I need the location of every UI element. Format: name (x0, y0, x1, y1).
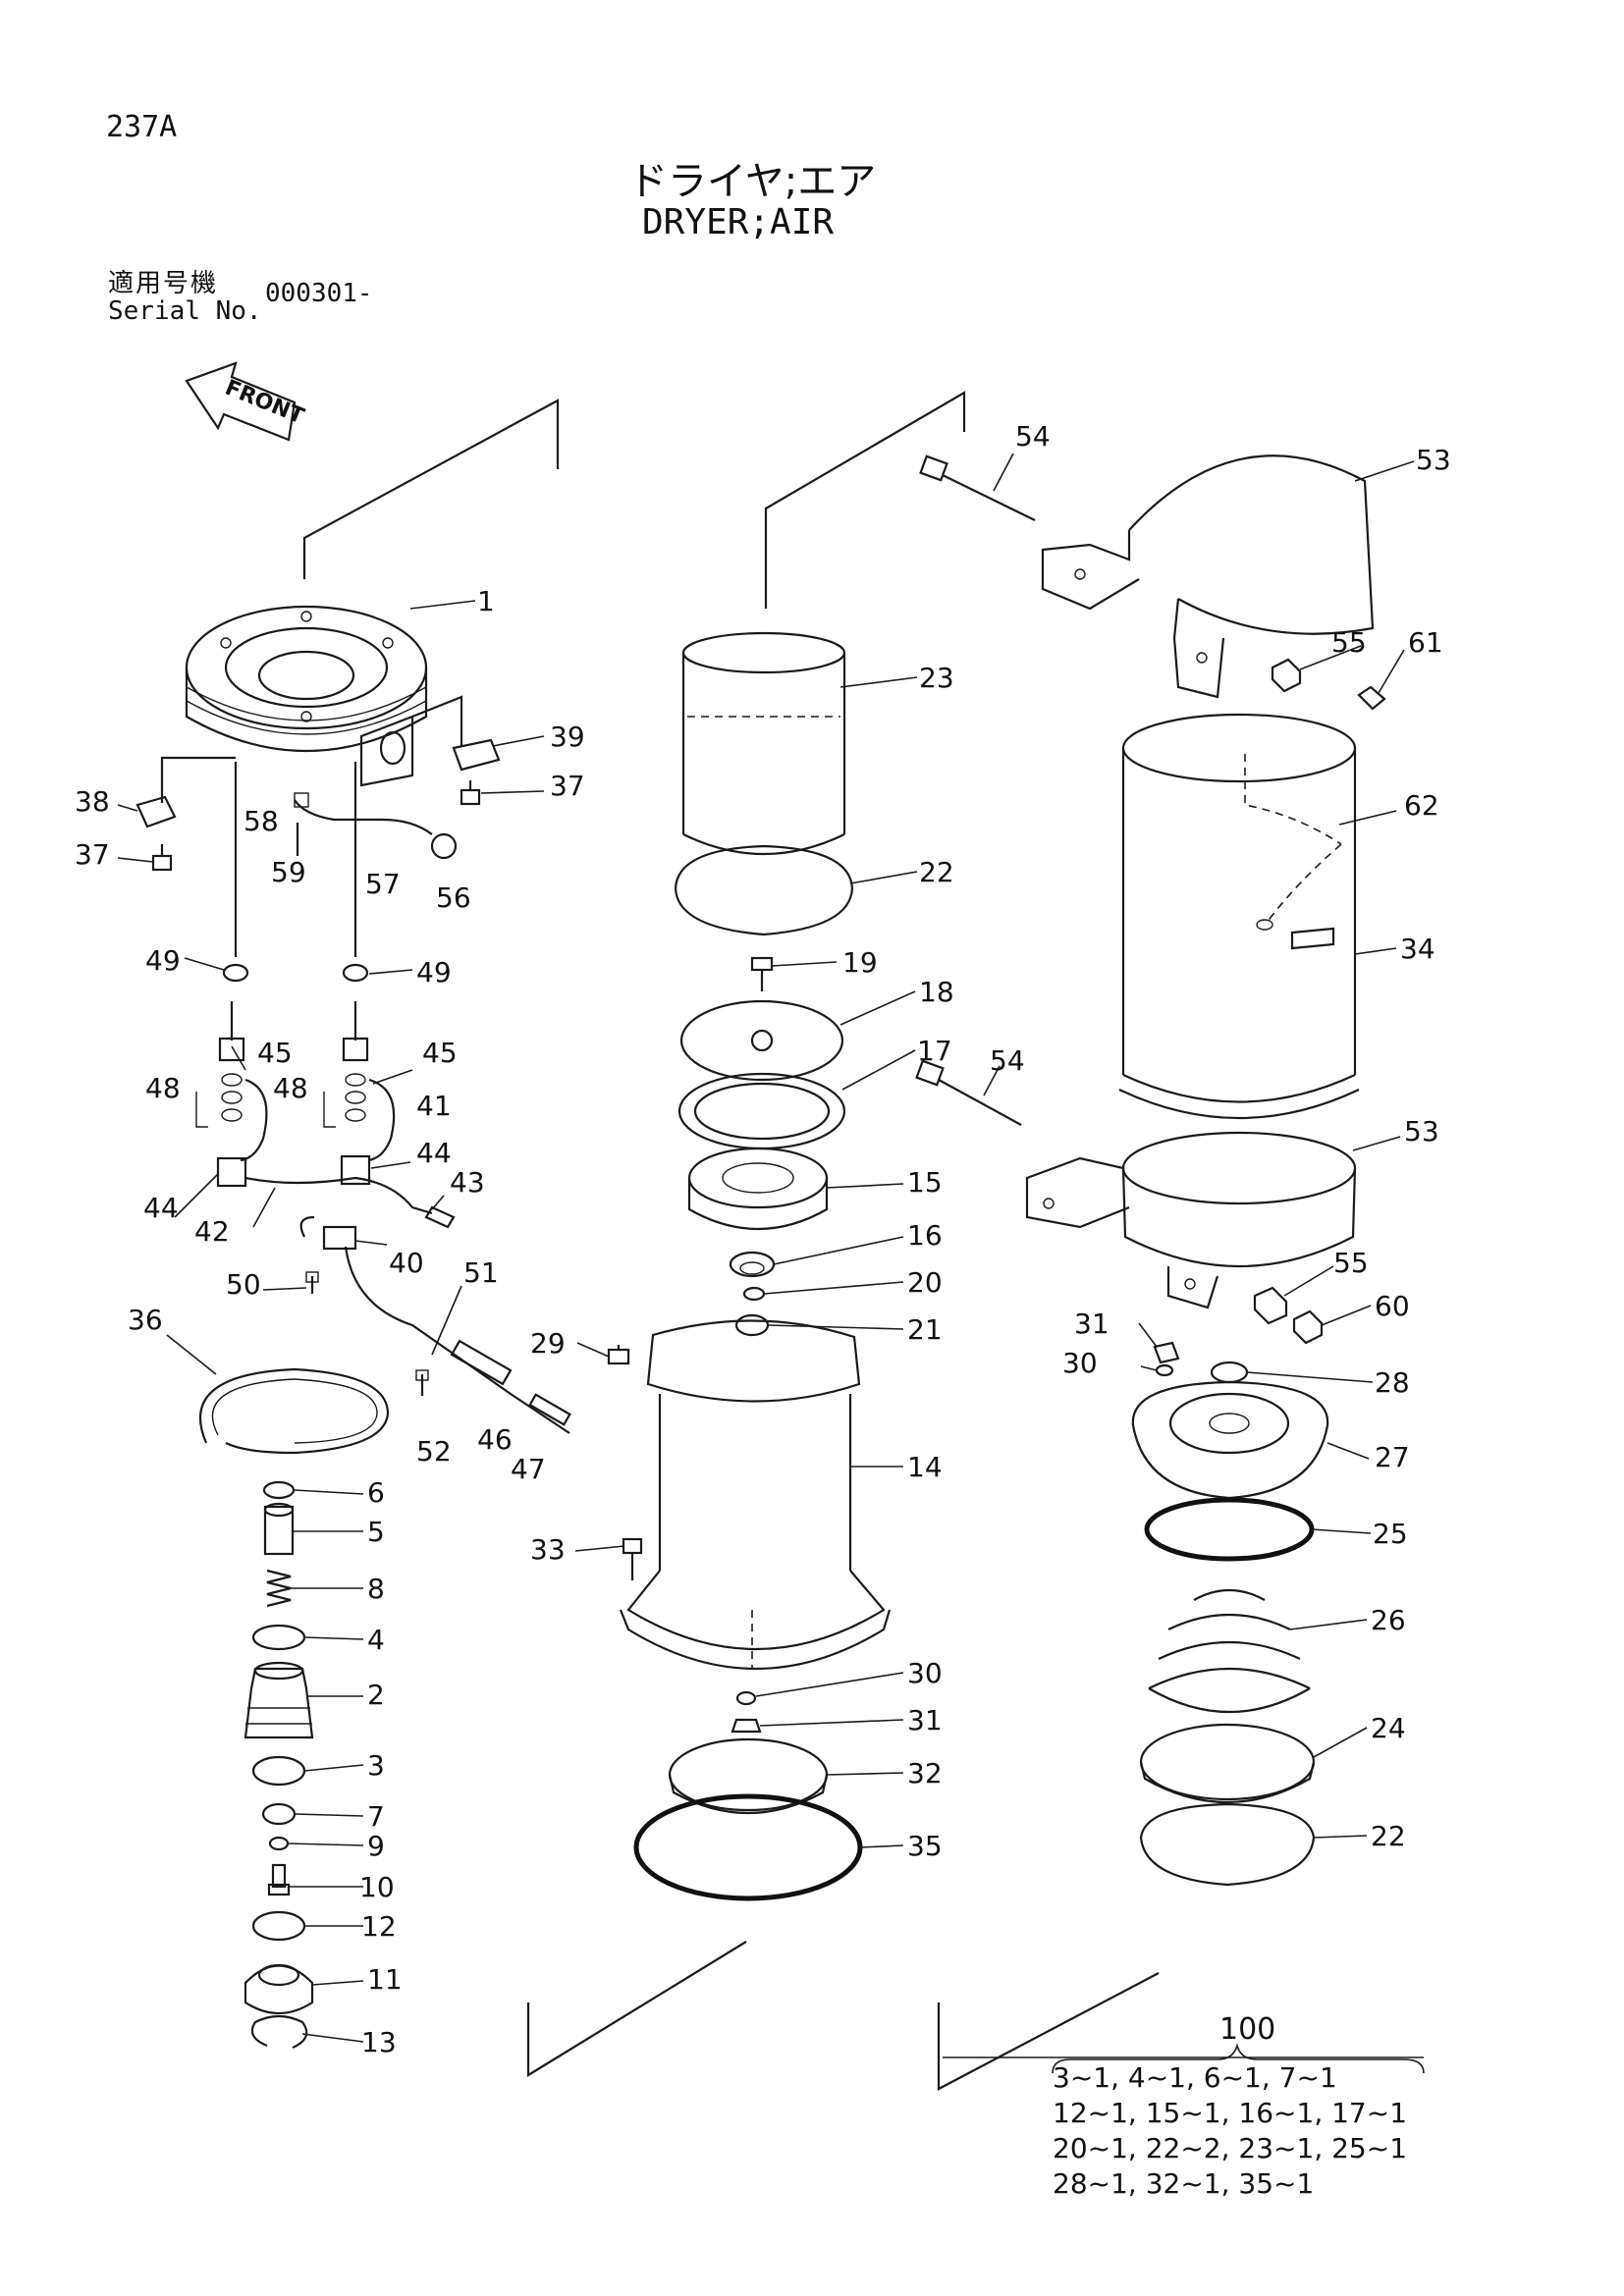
kit-number: 100 (1219, 2012, 1276, 2047)
sensor-right (340, 1001, 396, 1186)
kit-line: 3~1, 4~1, 6~1, 7~1 (1053, 2061, 1337, 2094)
part-callout-54: 54 (990, 1044, 1025, 1077)
part-23-filter-element (681, 631, 846, 856)
part-callout-13: 13 (361, 2026, 397, 2058)
part-callout-50: 50 (226, 1268, 261, 1301)
part-callout-18: 18 (919, 976, 954, 1008)
part-callout-41: 41 (416, 1090, 452, 1122)
title-english: DRYER;AIR (642, 202, 835, 242)
part-callout-9: 9 (367, 1830, 385, 1862)
part-callout-55: 55 (1333, 1247, 1369, 1279)
page-code: 237A (106, 110, 178, 144)
part-callout-57: 57 (365, 868, 401, 900)
title-japanese: ドライヤ;エア (628, 159, 877, 204)
part-53-lower-band (1025, 1131, 1357, 1309)
part-callout-5: 5 (367, 1516, 385, 1548)
part-callout-23: 23 (919, 662, 954, 694)
part-callout-2: 2 (367, 1679, 385, 1711)
part-callout-55: 55 (1331, 626, 1367, 659)
serial-label-english: Serial No. (108, 296, 262, 326)
part-callout-35: 35 (907, 1830, 943, 1862)
part-callout-51: 51 (463, 1256, 499, 1289)
part-callout-24: 24 (1371, 1712, 1406, 1744)
part-callout-16: 16 (907, 1219, 943, 1252)
part-callout-22: 22 (1371, 1820, 1406, 1852)
part-34-tank (1118, 713, 1360, 1119)
part-callout-27: 27 (1375, 1441, 1410, 1473)
part-14-cylinder (619, 1319, 892, 1671)
part-callout-48: 48 (273, 1072, 308, 1104)
front-arrow: FRONT (185, 361, 307, 442)
kit-line: 20~1, 22~2, 23~1, 25~1 (1053, 2132, 1408, 2164)
part-callout-14: 14 (907, 1451, 943, 1483)
part-callout-21: 21 (907, 1313, 943, 1346)
part-53-upper-band (1041, 454, 1375, 699)
part-callout-37: 37 (550, 770, 585, 802)
part-callout-53: 53 (1416, 444, 1451, 476)
serial-label-japanese: 適用号機 (108, 269, 219, 298)
part-callout-44: 44 (143, 1192, 179, 1224)
part-callout-32: 32 (907, 1757, 943, 1789)
sensor-left (216, 1001, 268, 1188)
part-callout-49: 49 (145, 944, 181, 977)
part-callout-1: 1 (477, 585, 495, 617)
part-callout-46: 46 (477, 1423, 513, 1456)
part-callout-42: 42 (194, 1215, 230, 1248)
part-callout-29: 29 (530, 1327, 566, 1360)
part-callout-59: 59 (271, 856, 306, 888)
part-1-housing (185, 605, 428, 787)
part-callout-6: 6 (367, 1476, 385, 1509)
part-callout-45: 45 (257, 1037, 293, 1069)
kit-line: 28~1, 32~1, 35~1 (1053, 2167, 1315, 2200)
part-callout-62: 62 (1404, 789, 1439, 822)
part-callout-30: 30 (1062, 1347, 1098, 1379)
part-callout-31: 31 (907, 1704, 943, 1736)
part-callout-34: 34 (1400, 933, 1435, 965)
part-callout-40: 40 (389, 1247, 424, 1279)
part-callout-3: 3 (367, 1749, 385, 1782)
part-callout-17: 17 (917, 1035, 952, 1067)
part-callout-45: 45 (422, 1037, 458, 1069)
part-callout-15: 15 (907, 1166, 943, 1199)
part-callout-11: 11 (367, 1963, 403, 1996)
part-callout-33: 33 (530, 1533, 566, 1566)
part-callout-48: 48 (145, 1072, 181, 1104)
part-callout-49: 49 (416, 956, 452, 988)
part-callout-54: 54 (1015, 420, 1051, 453)
part-callout-39: 39 (550, 721, 585, 753)
part-callout-47: 47 (511, 1453, 546, 1485)
part-callout-10: 10 (359, 1871, 395, 1903)
part-callout-22: 22 (919, 856, 954, 888)
part-callout-37: 37 (75, 838, 110, 871)
part-callout-52: 52 (416, 1435, 452, 1468)
part-callout-36: 36 (128, 1304, 163, 1336)
kit-line: 12~1, 15~1, 16~1, 17~1 (1053, 2097, 1408, 2129)
part-callout-26: 26 (1371, 1604, 1406, 1636)
part-callout-56: 56 (436, 881, 471, 914)
part-callout-20: 20 (907, 1266, 943, 1299)
part-callout-60: 60 (1375, 1290, 1410, 1322)
front-label: FRONT (222, 376, 307, 430)
part-callout-43: 43 (450, 1166, 485, 1199)
part-callout-58: 58 (244, 805, 279, 837)
part-callout-25: 25 (1373, 1518, 1408, 1550)
part-callout-30: 30 (907, 1657, 943, 1689)
part-callout-8: 8 (367, 1573, 385, 1605)
serial-value: 000301- (265, 279, 373, 308)
part-callout-12: 12 (361, 1910, 397, 1943)
part-callout-38: 38 (75, 785, 110, 818)
part-callout-61: 61 (1408, 626, 1443, 659)
part-callout-44: 44 (416, 1137, 452, 1169)
part-callout-28: 28 (1375, 1366, 1410, 1399)
part-callout-31: 31 (1074, 1308, 1110, 1340)
part-callout-53: 53 (1404, 1115, 1439, 1148)
part-callout-19: 19 (842, 946, 878, 979)
part-callout-4: 4 (367, 1624, 385, 1656)
part-callout-7: 7 (367, 1800, 385, 1833)
